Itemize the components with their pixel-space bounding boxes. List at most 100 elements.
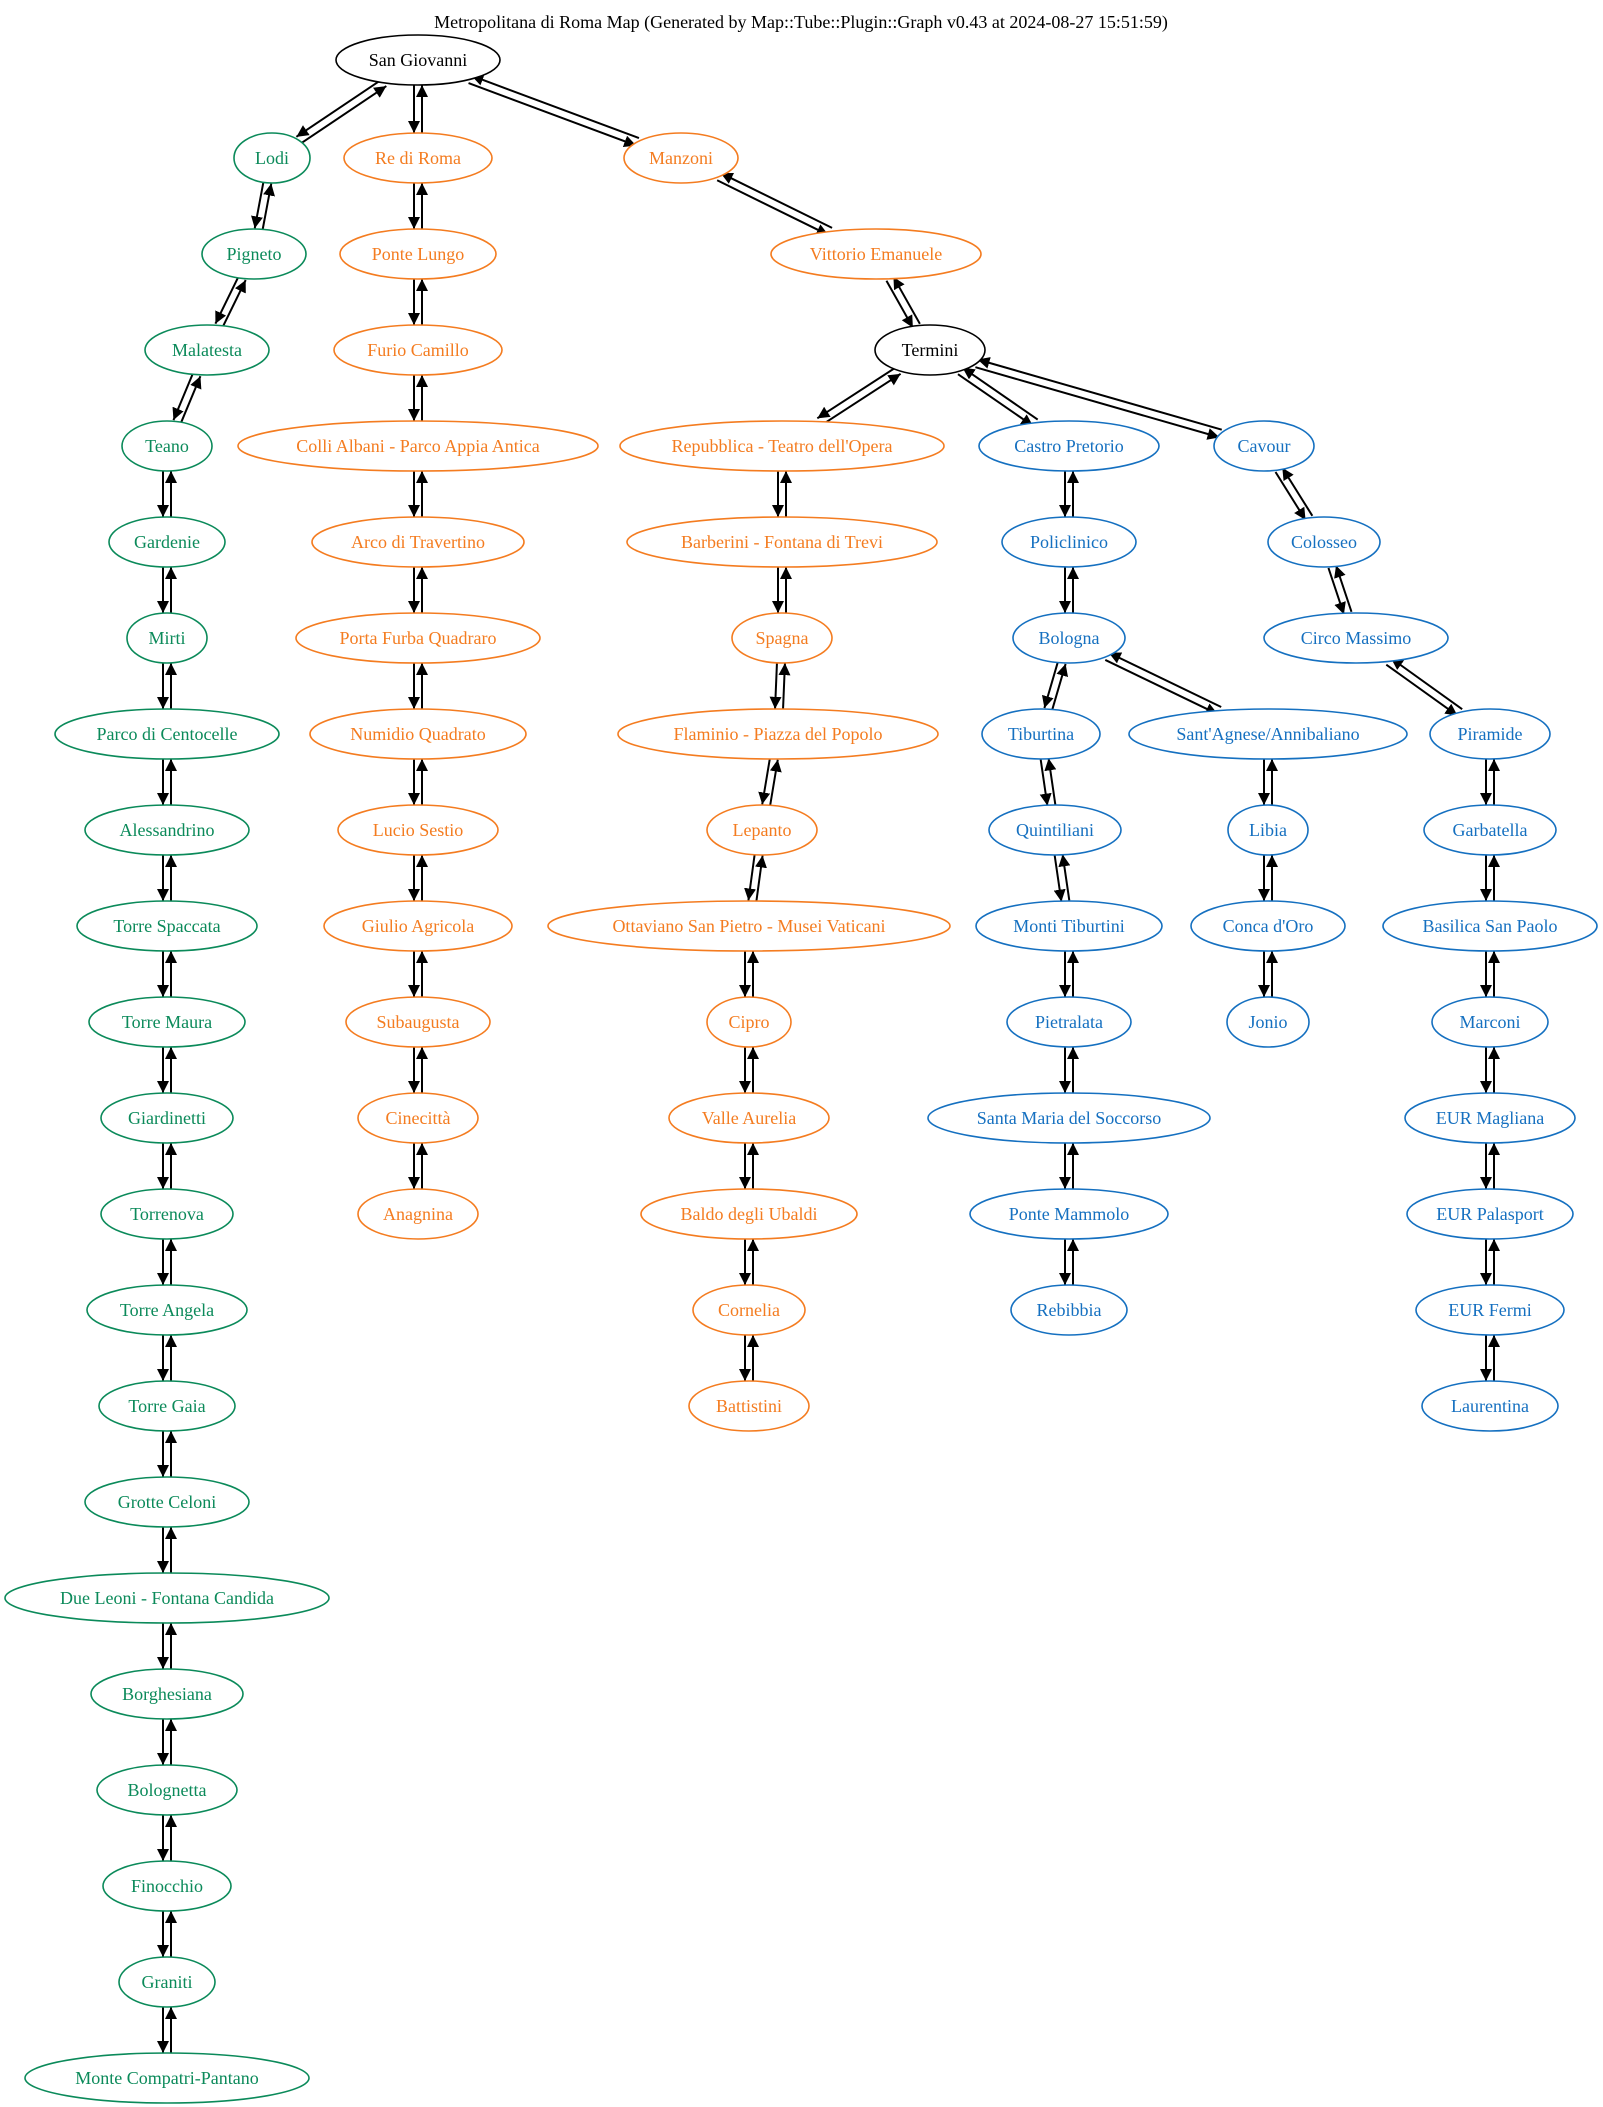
- station-label: Piramide: [1458, 724, 1523, 744]
- station-node-giulio-agricola[interactable]: Giulio Agricola: [323, 900, 513, 952]
- station-node-cornelia[interactable]: Cornelia: [692, 1284, 806, 1336]
- station-label: EUR Fermi: [1448, 1300, 1532, 1320]
- station-node-rebibbia[interactable]: Rebibbia: [1010, 1284, 1128, 1336]
- station-ellipse: [333, 324, 503, 376]
- station-label: San Giovanni: [369, 50, 468, 70]
- station-node-gardenie[interactable]: Gardenie: [108, 516, 226, 568]
- station-node-santa-maria[interactable]: Santa Maria del Soccorso: [927, 1092, 1211, 1144]
- station-node-re-di-roma[interactable]: Re di Roma: [343, 132, 493, 184]
- station-ellipse: [927, 1092, 1211, 1144]
- station-node-pietralata[interactable]: Pietralata: [1006, 996, 1132, 1048]
- station-node-barberini[interactable]: Barberini - Fontana di Trevi: [626, 516, 938, 568]
- station-node-colli-albani[interactable]: Colli Albani - Parco Appia Antica: [237, 420, 599, 472]
- station-node-torre-maura[interactable]: Torre Maura: [88, 996, 246, 1048]
- station-node-malatesta[interactable]: Malatesta: [144, 324, 270, 376]
- station-node-spagna[interactable]: Spagna: [731, 612, 833, 664]
- station-node-ponte-lungo[interactable]: Ponte Lungo: [339, 228, 497, 280]
- station-node-jonio[interactable]: Jonio: [1226, 996, 1310, 1048]
- station-node-eur-palasport[interactable]: EUR Palasport: [1406, 1188, 1574, 1240]
- station-node-eur-magliana[interactable]: EUR Magliana: [1404, 1092, 1576, 1144]
- station-label: Giulio Agricola: [362, 916, 474, 936]
- station-node-garbatella[interactable]: Garbatella: [1423, 804, 1557, 856]
- station-label: Giardinetti: [128, 1108, 206, 1128]
- station-node-torre-angela[interactable]: Torre Angela: [86, 1284, 248, 1336]
- station-node-mirti[interactable]: Mirti: [126, 612, 208, 664]
- station-node-san-giovanni[interactable]: San Giovanni: [335, 34, 501, 86]
- station-node-bolognetta[interactable]: Bolognetta: [96, 1764, 238, 1816]
- station-ellipse: [706, 996, 792, 1048]
- station-node-laurentina[interactable]: Laurentina: [1421, 1380, 1559, 1432]
- connection-arrow: [755, 855, 767, 902]
- station-node-ottaviano[interactable]: Ottaviano San Pietro - Musei Vaticani: [547, 900, 951, 952]
- station-node-giardinetti[interactable]: Giardinetti: [100, 1092, 234, 1144]
- connection-arrow: [1053, 855, 1066, 902]
- station-label: Rebibbia: [1037, 1300, 1102, 1320]
- station-node-torre-spaccata[interactable]: Torre Spaccata: [76, 900, 258, 952]
- station-node-monti-tiburtini[interactable]: Monti Tiburtini: [975, 900, 1163, 952]
- station-node-parco-centocelle[interactable]: Parco di Centocelle: [54, 708, 280, 760]
- station-node-circo-massimo[interactable]: Circo Massimo: [1263, 612, 1449, 664]
- station-node-pigneto[interactable]: Pigneto: [201, 228, 307, 280]
- station-node-vittorio-emanuele[interactable]: Vittorio Emanuele: [770, 228, 982, 280]
- station-node-marconi[interactable]: Marconi: [1431, 996, 1549, 1048]
- station-label: Quintiliani: [1016, 820, 1094, 840]
- station-node-battistini[interactable]: Battistini: [688, 1380, 810, 1432]
- connection-arrow: [1108, 651, 1222, 708]
- connection-arrow: [758, 758, 771, 805]
- station-node-finocchio[interactable]: Finocchio: [102, 1860, 232, 1912]
- station-node-teano[interactable]: Teano: [121, 420, 213, 472]
- station-node-flaminio[interactable]: Flaminio - Piazza del Popolo: [617, 708, 939, 760]
- station-node-grotte-celoni[interactable]: Grotte Celoni: [84, 1476, 250, 1528]
- station-node-colosseo[interactable]: Colosseo: [1267, 516, 1381, 568]
- station-node-alessandrino[interactable]: Alessandrino: [84, 804, 250, 856]
- station-node-torre-gaia[interactable]: Torre Gaia: [98, 1380, 236, 1432]
- station-node-tiburtina[interactable]: Tiburtina: [981, 708, 1101, 760]
- station-node-arco-travertino[interactable]: Arco di Travertino: [311, 516, 525, 568]
- station-node-cinecitta[interactable]: Cinecittà: [357, 1092, 479, 1144]
- station-node-policlinico[interactable]: Policlinico: [1001, 516, 1137, 568]
- station-node-piramide[interactable]: Piramide: [1429, 708, 1551, 760]
- station-node-repubblica[interactable]: Repubblica - Teatro dell'Opera: [619, 420, 945, 472]
- station-node-conca-oro[interactable]: Conca d'Oro: [1190, 900, 1346, 952]
- station-node-manzoni[interactable]: Manzoni: [623, 132, 739, 184]
- station-node-basilica[interactable]: Basilica San Paolo: [1382, 900, 1598, 952]
- station-node-graniti[interactable]: Graniti: [118, 1956, 216, 2008]
- station-node-libia[interactable]: Libia: [1227, 804, 1309, 856]
- station-node-bologna[interactable]: Bologna: [1012, 612, 1126, 664]
- station-node-monte-compatri[interactable]: Monte Compatri-Pantano: [24, 2052, 310, 2104]
- station-ellipse: [100, 1092, 234, 1144]
- station-node-furio-camillo[interactable]: Furio Camillo: [333, 324, 503, 376]
- station-label: Vittorio Emanuele: [810, 244, 942, 264]
- station-node-ponte-mammolo[interactable]: Ponte Mammolo: [969, 1188, 1169, 1240]
- station-node-lepanto[interactable]: Lepanto: [706, 804, 818, 856]
- station-label: Colli Albani - Parco Appia Antica: [296, 436, 539, 456]
- connection-arrow: [1041, 661, 1059, 709]
- station-node-quintiliani[interactable]: Quintiliani: [988, 804, 1122, 856]
- station-node-due-leoni[interactable]: Due Leoni - Fontana Candida: [4, 1572, 330, 1624]
- station-ellipse: [84, 1476, 250, 1528]
- station-node-cavour[interactable]: Cavour: [1213, 420, 1315, 472]
- station-node-baldo[interactable]: Baldo degli Ubaldi: [640, 1188, 858, 1240]
- station-node-subaugusta[interactable]: Subaugusta: [345, 996, 491, 1048]
- station-ellipse: [988, 804, 1122, 856]
- station-label: Teano: [145, 436, 189, 456]
- station-label: Ponte Mammolo: [1009, 1204, 1130, 1224]
- station-node-torrenova[interactable]: Torrenova: [100, 1188, 234, 1240]
- station-node-eur-fermi[interactable]: EUR Fermi: [1415, 1284, 1565, 1336]
- station-ellipse: [233, 132, 311, 184]
- station-node-castro-pretorio[interactable]: Castro Pretorio: [978, 420, 1160, 472]
- station-ellipse: [1382, 900, 1598, 952]
- station-label: Baldo degli Ubaldi: [681, 1204, 818, 1224]
- station-node-cipro[interactable]: Cipro: [706, 996, 792, 1048]
- station-node-borghesiana[interactable]: Borghesiana: [90, 1668, 244, 1720]
- station-node-termini[interactable]: Termini: [874, 324, 986, 376]
- station-node-numidio[interactable]: Numidio Quadrato: [309, 708, 527, 760]
- station-node-porta-furba[interactable]: Porta Furba Quadraro: [295, 612, 541, 664]
- station-node-lucio-sestio[interactable]: Lucio Sestio: [337, 804, 499, 856]
- station-node-santagnese[interactable]: Sant'Agnese/Annibaliano: [1128, 708, 1408, 760]
- station-node-lodi[interactable]: Lodi: [233, 132, 311, 184]
- station-label: Lepanto: [733, 820, 792, 840]
- station-node-anagnina[interactable]: Anagnina: [357, 1188, 479, 1240]
- station-node-valle-aurelia[interactable]: Valle Aurelia: [668, 1092, 830, 1144]
